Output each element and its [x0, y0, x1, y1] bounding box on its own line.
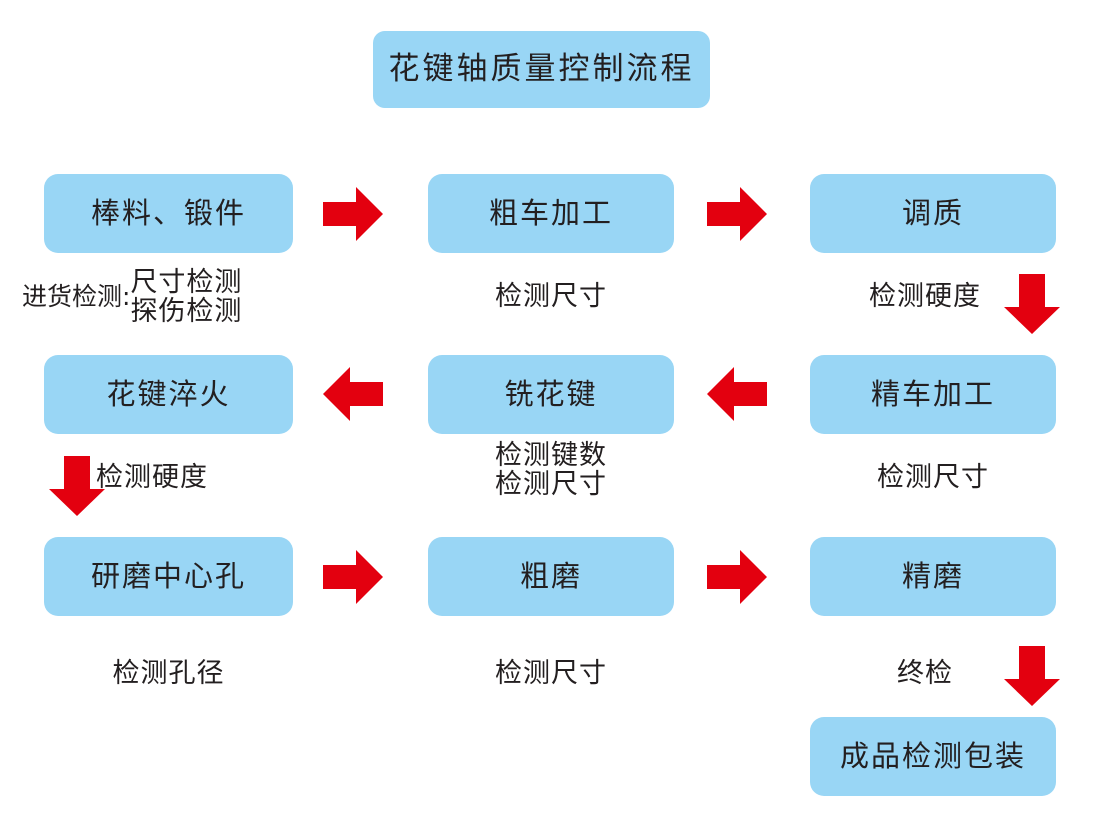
caption-incoming-line2: 探伤检测 [130, 296, 243, 328]
node-bar-forging-label: 棒料、锻件 [90, 195, 246, 230]
node-spline-quench[interactable]: 花键淬火 [44, 355, 293, 434]
caption-grind-center-hole-check: 检测孔径 [112, 658, 225, 689]
node-spline-quench-label: 花键淬火 [106, 376, 231, 411]
node-mill-spline-label: 铣花键 [504, 376, 598, 411]
caption-incoming-line1: 尺寸检测 [130, 267, 243, 298]
caption-mill-spline-check-line1: 检测键数 [495, 440, 607, 471]
arrow-right-icon-row1-a [323, 185, 383, 243]
node-finish-turning-label: 精车加工 [870, 376, 995, 411]
node-rough-turning[interactable]: 粗车加工 [428, 174, 674, 253]
arrow-down-icon-col3 [1003, 274, 1061, 334]
node-finish-grinding[interactable]: 精磨 [810, 537, 1056, 616]
arrow-right-icon-row1-b [707, 185, 767, 243]
flowchart-title-text: 花键轴质量控制流程 [388, 51, 695, 88]
flowchart-title-box: 花键轴质量控制流程 [373, 31, 710, 108]
node-rough-turning-label: 粗车加工 [488, 195, 613, 230]
node-finish-turning[interactable]: 精车加工 [810, 355, 1056, 434]
arrow-left-icon-row2-b [707, 365, 767, 423]
arrow-down-icon-col3-final [1003, 646, 1061, 706]
node-finish-grinding-label: 精磨 [901, 558, 964, 593]
node-final-inspect-pack-label: 成品检测包装 [839, 738, 1026, 773]
caption-incoming-inspection: 进货检测: 尺寸检测 探伤检测 [22, 268, 242, 326]
caption-finish-turning-check: 检测尺寸 [877, 462, 989, 493]
arrow-left-icon-row2-a [323, 365, 383, 423]
caption-final-check: 终检 [897, 658, 953, 689]
caption-rough-turning-check: 检测尺寸 [495, 281, 607, 312]
node-mill-spline[interactable]: 铣花键 [428, 355, 674, 434]
caption-quench-temper-check: 检测硬度 [869, 281, 981, 312]
node-grind-center-hole[interactable]: 研磨中心孔 [44, 537, 293, 616]
arrow-right-icon-row3-b [707, 548, 767, 606]
arrow-right-icon-row3-a [323, 548, 383, 606]
node-final-inspect-pack[interactable]: 成品检测包装 [810, 717, 1056, 796]
caption-incoming-lines: 尺寸检测 探伤检测 [130, 268, 242, 326]
caption-mill-spline-check: 检测键数 检测尺寸 [428, 441, 674, 499]
caption-spline-quench-check: 检测硬度 [96, 462, 208, 493]
caption-mill-spline-check-line2: 检测尺寸 [495, 469, 607, 501]
arrow-down-icon-col1 [48, 456, 106, 516]
node-rough-grinding[interactable]: 粗磨 [428, 537, 674, 616]
node-quench-temper-label: 调质 [901, 195, 964, 230]
node-bar-forging[interactable]: 棒料、锻件 [44, 174, 293, 253]
node-rough-grinding-label: 粗磨 [519, 558, 582, 593]
caption-incoming-label: 进货检测: [22, 282, 131, 311]
caption-rough-grinding-check: 检测尺寸 [495, 658, 607, 689]
node-grind-center-hole-label: 研磨中心孔 [90, 558, 246, 593]
node-quench-temper[interactable]: 调质 [810, 174, 1056, 253]
